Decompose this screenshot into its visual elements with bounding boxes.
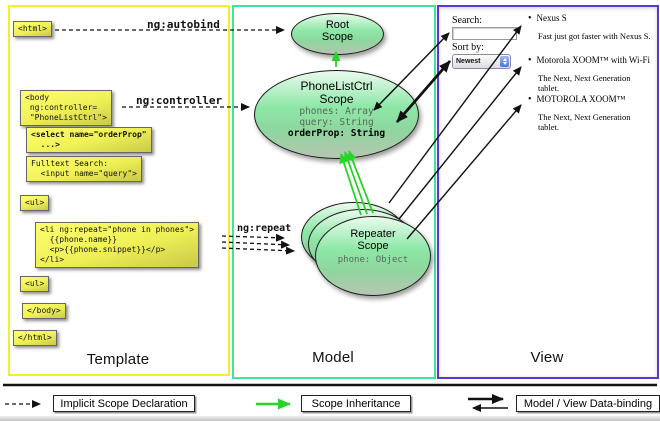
phone-snippet: The Next, Next Generation tablet. bbox=[538, 73, 631, 93]
sort-select-value: Newest bbox=[456, 58, 481, 65]
phone-snippet: Fast just got faster with Nexus S. bbox=[538, 31, 651, 41]
code-box-ul-close: <ul> bbox=[20, 276, 50, 292]
root-scope-title: Root Scope bbox=[321, 19, 354, 43]
select-stepper-icon bbox=[500, 56, 509, 67]
phone-list-item: Motorola XOOM™ with Wi-Fi The Next, Next… bbox=[528, 55, 653, 93]
code-box-body-open: <body ng:controller= "PhoneListCtrl"> bbox=[20, 90, 112, 126]
annotation-ng-autobind: ng:autobind bbox=[147, 18, 220, 31]
annotation-ng-controller: ng:controller bbox=[136, 94, 223, 107]
phone-name: Nexus S bbox=[528, 13, 653, 24]
phone-snippet: The Next, Next Generation tablet. bbox=[538, 112, 631, 132]
legend-implicit-scope-declaration: Implicit Scope Declaration bbox=[53, 395, 195, 412]
phone-list-item: Nexus S Fast just got faster with Nexus … bbox=[528, 13, 653, 41]
phonelistctrl-scope-title: PhoneListCtrl Scope bbox=[300, 79, 373, 106]
code-box-fulltext-search: Fulltext Search: <input name="query"> bbox=[26, 156, 142, 182]
root-scope-ellipse: Root Scope bbox=[291, 13, 384, 55]
code-box-li-repeat: <li ng:repeat="phone in phones"> {{phone… bbox=[35, 222, 200, 268]
phonelistctrl-scope-props: phones: Array query: String bbox=[299, 106, 374, 128]
sort-by-label: Sort by: bbox=[452, 42, 484, 53]
code-box-ul-open: <ul> bbox=[20, 195, 50, 211]
phone-name: MOTOROLA XOOM™ bbox=[528, 94, 653, 105]
legend-model-view-data-binding: Model / View Data-binding bbox=[516, 395, 660, 412]
code-box-body-close: </body> bbox=[22, 303, 66, 319]
sort-select[interactable]: Newest bbox=[452, 54, 511, 69]
phonelistctrl-scope-orderprop: orderProp: String bbox=[287, 128, 386, 139]
search-label: Search: bbox=[452, 15, 482, 26]
phone-list-item: MOTOROLA XOOM™ The Next, Next Generation… bbox=[528, 94, 653, 132]
code-box-html-open: <html> bbox=[13, 21, 52, 37]
model-panel-label: Model bbox=[312, 349, 354, 366]
window-bottom-edge bbox=[0, 416, 660, 421]
phone-name: Motorola XOOM™ with Wi-Fi bbox=[528, 55, 653, 66]
legend-scope-inheritance: Scope Inheritance bbox=[301, 395, 411, 412]
code-box-select: <select name="orderProp" ...> bbox=[26, 127, 152, 153]
repeater-scope-prop: phone: Object bbox=[337, 255, 409, 265]
repeater-scope-ellipse-front: Repeater Scope phone: Object bbox=[315, 216, 431, 296]
repeater-scope-title: Repeater Scope bbox=[350, 228, 396, 252]
search-input[interactable] bbox=[452, 27, 517, 40]
phonelistctrl-scope-ellipse: PhoneListCtrl Scope phones: Array query:… bbox=[254, 70, 419, 159]
view-panel-label: View bbox=[530, 349, 564, 366]
model-panel bbox=[232, 5, 436, 379]
template-panel bbox=[8, 5, 230, 376]
template-panel-label: Template bbox=[86, 351, 150, 368]
code-box-html-close: </html> bbox=[13, 330, 57, 346]
annotation-ng-repeat: ng:repeat bbox=[237, 223, 292, 234]
